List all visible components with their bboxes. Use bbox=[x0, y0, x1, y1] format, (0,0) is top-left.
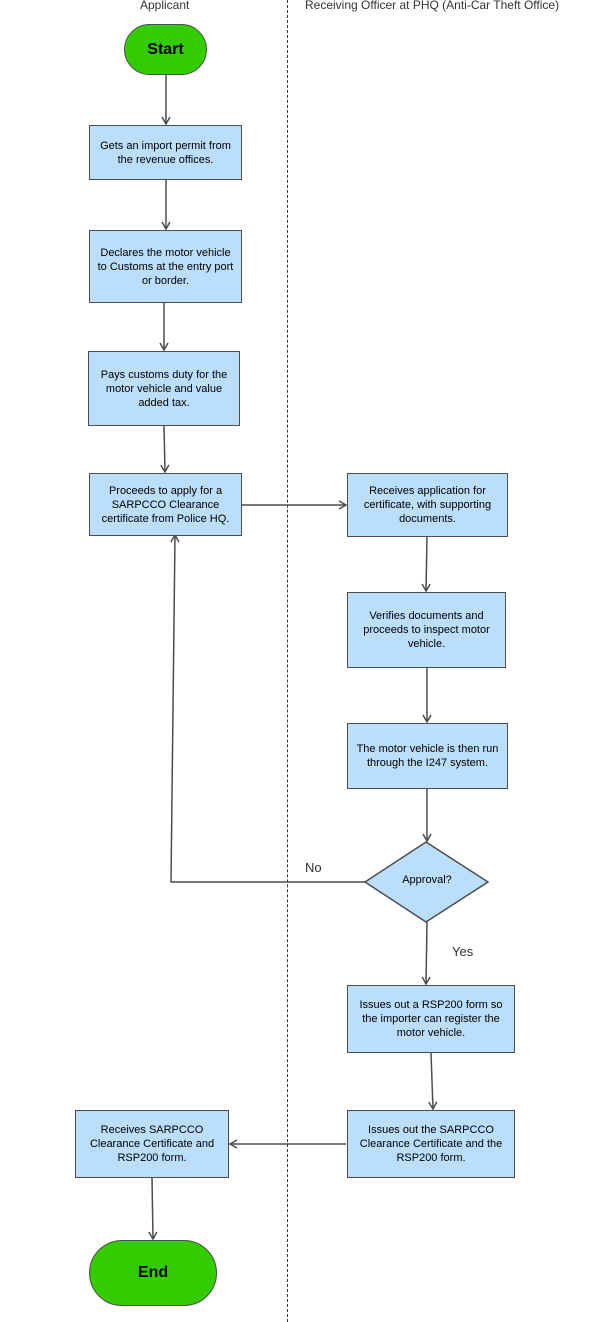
process-issue-rsp200: Issues out a RSP200 form so the importer… bbox=[347, 985, 515, 1053]
end-terminal: End bbox=[89, 1240, 217, 1306]
swimlane-divider bbox=[287, 0, 288, 1322]
process-receive-certificate: Receives SARPCCO Clearance Certificate a… bbox=[75, 1110, 229, 1178]
process-import-permit: Gets an import permit from the revenue o… bbox=[89, 125, 242, 180]
edge-approval-no-loop bbox=[170, 533, 365, 883]
process-receive-application: Receives application for certificate, wi… bbox=[347, 473, 508, 537]
start-terminal: Start bbox=[124, 24, 207, 75]
edge-label-yes: Yes bbox=[452, 944, 474, 959]
edge-receive-to-verify bbox=[421, 536, 431, 593]
process-apply-clearance: Proceeds to apply for a SARPCCO Clearanc… bbox=[89, 473, 242, 536]
edge-label-no: No bbox=[305, 860, 322, 875]
process-issue-certificate: Issues out the SARPCCO Clearance Certifi… bbox=[347, 1110, 515, 1178]
edge-pay-to-apply bbox=[160, 425, 170, 474]
decision-approval-diamond bbox=[364, 841, 490, 923]
process-run-i247: The motor vehicle is then run through th… bbox=[347, 723, 508, 789]
process-pay-duty: Pays customs duty for the motor vehicle … bbox=[88, 351, 240, 426]
process-declare-customs: Declares the motor vehicle to Customs at… bbox=[89, 230, 242, 303]
decision-approval-label: Approval? bbox=[402, 874, 452, 886]
edge-rsp200-to-issue-cert bbox=[428, 1052, 438, 1111]
edge-receive-cert-to-end bbox=[148, 1177, 158, 1241]
process-verify-documents: Verifies documents and proceeds to inspe… bbox=[347, 592, 506, 668]
lane-title-officer: Receiving Officer at PHQ (Anti-Car Theft… bbox=[305, 0, 560, 12]
edge-approval-yes bbox=[421, 921, 431, 986]
lane-title-applicant: Applicant bbox=[140, 0, 190, 12]
